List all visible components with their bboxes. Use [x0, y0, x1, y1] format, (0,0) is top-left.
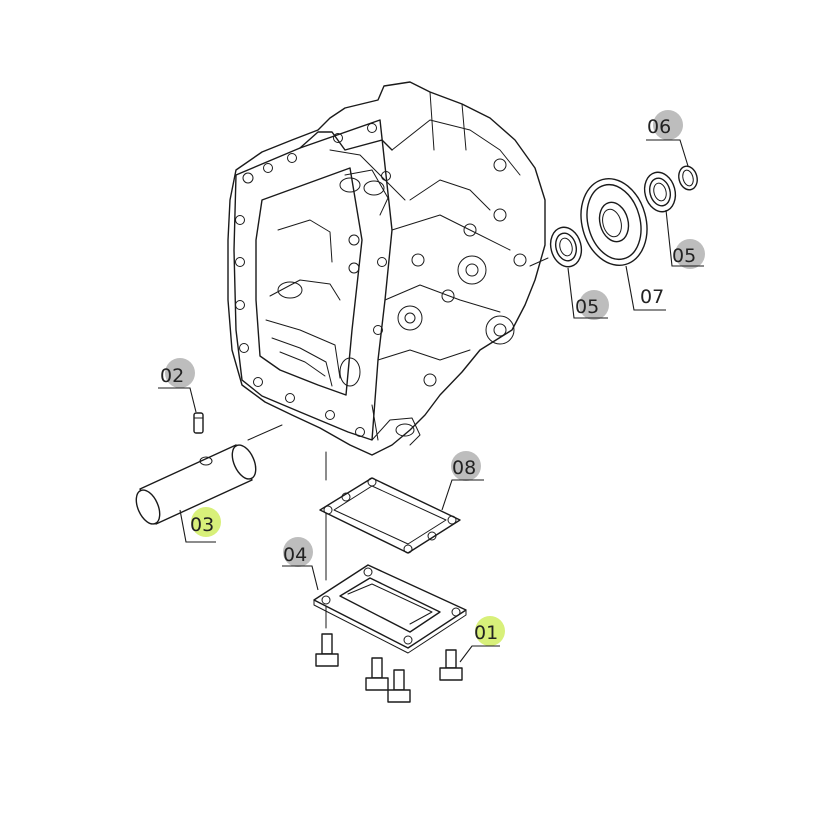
seal-retainer-part-07 — [580, 177, 648, 267]
callout-06[interactable]: 06 — [646, 110, 689, 167]
callout-05-upper-marker — [675, 239, 705, 269]
callout-02[interactable]: 02 — [158, 358, 197, 413]
bolt-part-01-c — [387, 669, 411, 703]
callout-03-marker — [191, 507, 221, 537]
callout-02-marker — [165, 358, 195, 388]
callout-05-lower[interactable]: 05 — [567, 267, 609, 320]
callout-04-marker — [283, 537, 313, 567]
callout-08-marker — [451, 451, 481, 481]
callout-05-lower-marker — [579, 290, 609, 320]
callout-05-lower-text: 05 — [575, 296, 599, 318]
callout-05-upper[interactable]: 05 — [665, 209, 705, 269]
shaft-part-03 — [135, 444, 257, 525]
callout-07[interactable]: 07 — [625, 265, 666, 311]
roll-pin-part-02 — [193, 412, 204, 434]
snap-ring-part-06 — [678, 165, 698, 191]
callout-02-text: 02 — [160, 365, 184, 387]
callout-08-text: 08 — [452, 457, 476, 479]
bolt-part-01-a — [315, 633, 339, 667]
callout-03-text: 03 — [190, 514, 214, 536]
cover-plate-part-04 — [313, 564, 467, 654]
callout-04[interactable]: 04 — [282, 537, 319, 591]
bearing-part-05-upper — [643, 171, 677, 213]
callout-04-text: 04 — [283, 544, 307, 566]
callout-08[interactable]: 08 — [441, 451, 484, 511]
callout-06-marker — [653, 110, 683, 140]
callout-01-marker — [475, 616, 505, 646]
transmission-housing — [227, 81, 546, 456]
callout-01-text: 01 — [474, 622, 498, 644]
callout-06-text: 06 — [647, 116, 671, 138]
callout-05-upper-text: 05 — [672, 245, 696, 267]
bearing-part-05-lower — [549, 226, 583, 268]
assembly-center-lines — [247, 257, 549, 629]
bolt-part-01-b — [365, 657, 389, 691]
callout-07-text: 07 — [640, 286, 664, 308]
callout-03[interactable]: 03 — [179, 507, 221, 543]
gasket-part-08 — [319, 477, 461, 554]
callout-01[interactable]: 01 — [459, 616, 505, 663]
bolt-part-01-d — [439, 649, 463, 681]
